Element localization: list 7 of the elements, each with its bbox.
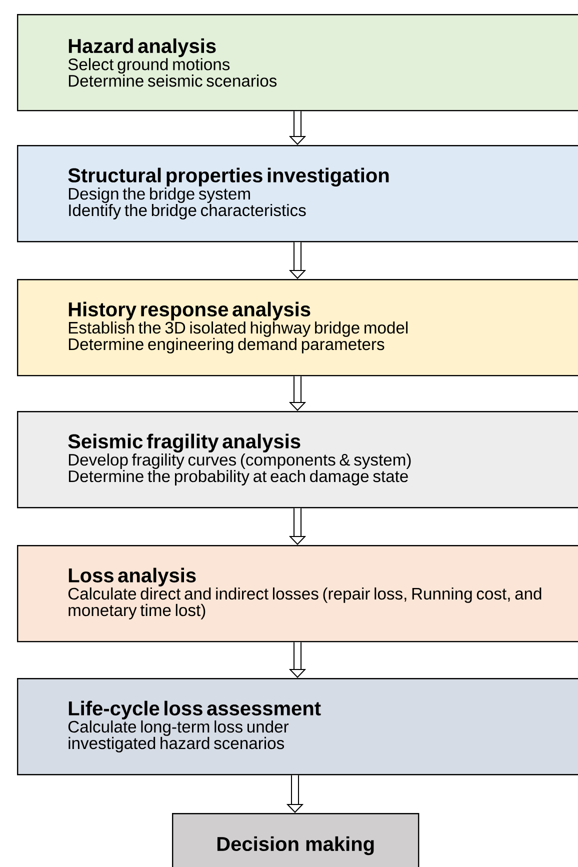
decision-box: Decision making — [172, 813, 420, 867]
process-box: Seismic fragility analysis Develop fragility curves (components & system) Determine the probability at each damage state — [17, 411, 578, 508]
process-box: Life-cycle loss assessment Calculate long-term loss under investigated hazard scenarios — [17, 678, 578, 776]
process-box: Loss analysis Calculate direct and indirect losses (repair loss, Running cost, and monetary time lost) — [17, 545, 578, 642]
process-box: Hazard analysis Select ground motions Determine seismic scenarios — [17, 14, 578, 112]
process-box: Structural properties investigation Design the bridge system Identify the bridge characteristics — [17, 145, 578, 242]
process-box: History response analysis Establish the 3D isolated highway bridge model Determine engineering demand parameters — [17, 278, 578, 376]
